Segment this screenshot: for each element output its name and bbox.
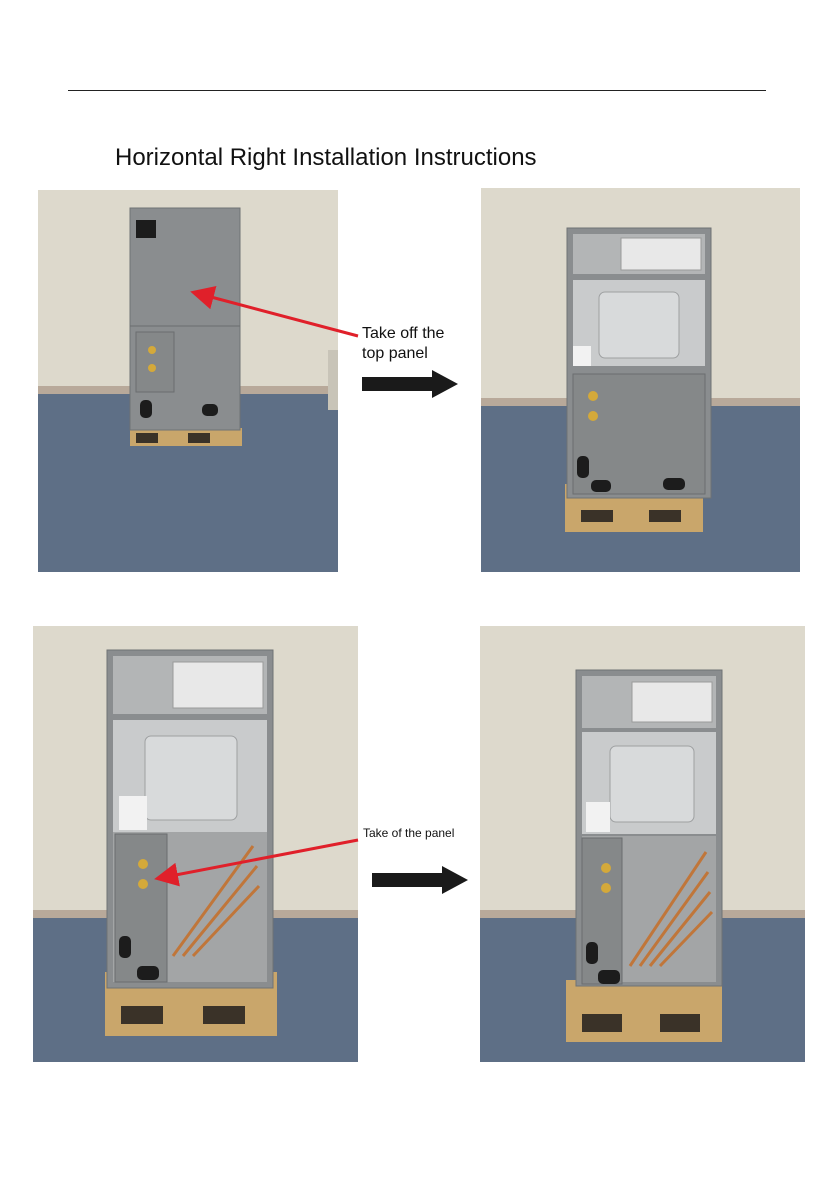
photo-lower-panel-closed <box>33 626 358 1062</box>
photo-closed-unit <box>38 190 338 572</box>
photo-top-panel-removed <box>481 188 800 572</box>
photo-lower-panel-removed <box>480 626 805 1062</box>
step1-label: Take off the top panel <box>362 324 444 364</box>
step1-label-line2: top panel <box>362 344 444 364</box>
step2-label: Take of the panel <box>363 826 454 840</box>
step1-label-line1: Take off the <box>362 324 444 344</box>
right-arrow-icon <box>372 866 468 894</box>
right-arrow-icon <box>362 370 458 398</box>
page-title: Horizontal Right Installation Instructio… <box>115 144 537 172</box>
header-rule <box>68 90 766 91</box>
